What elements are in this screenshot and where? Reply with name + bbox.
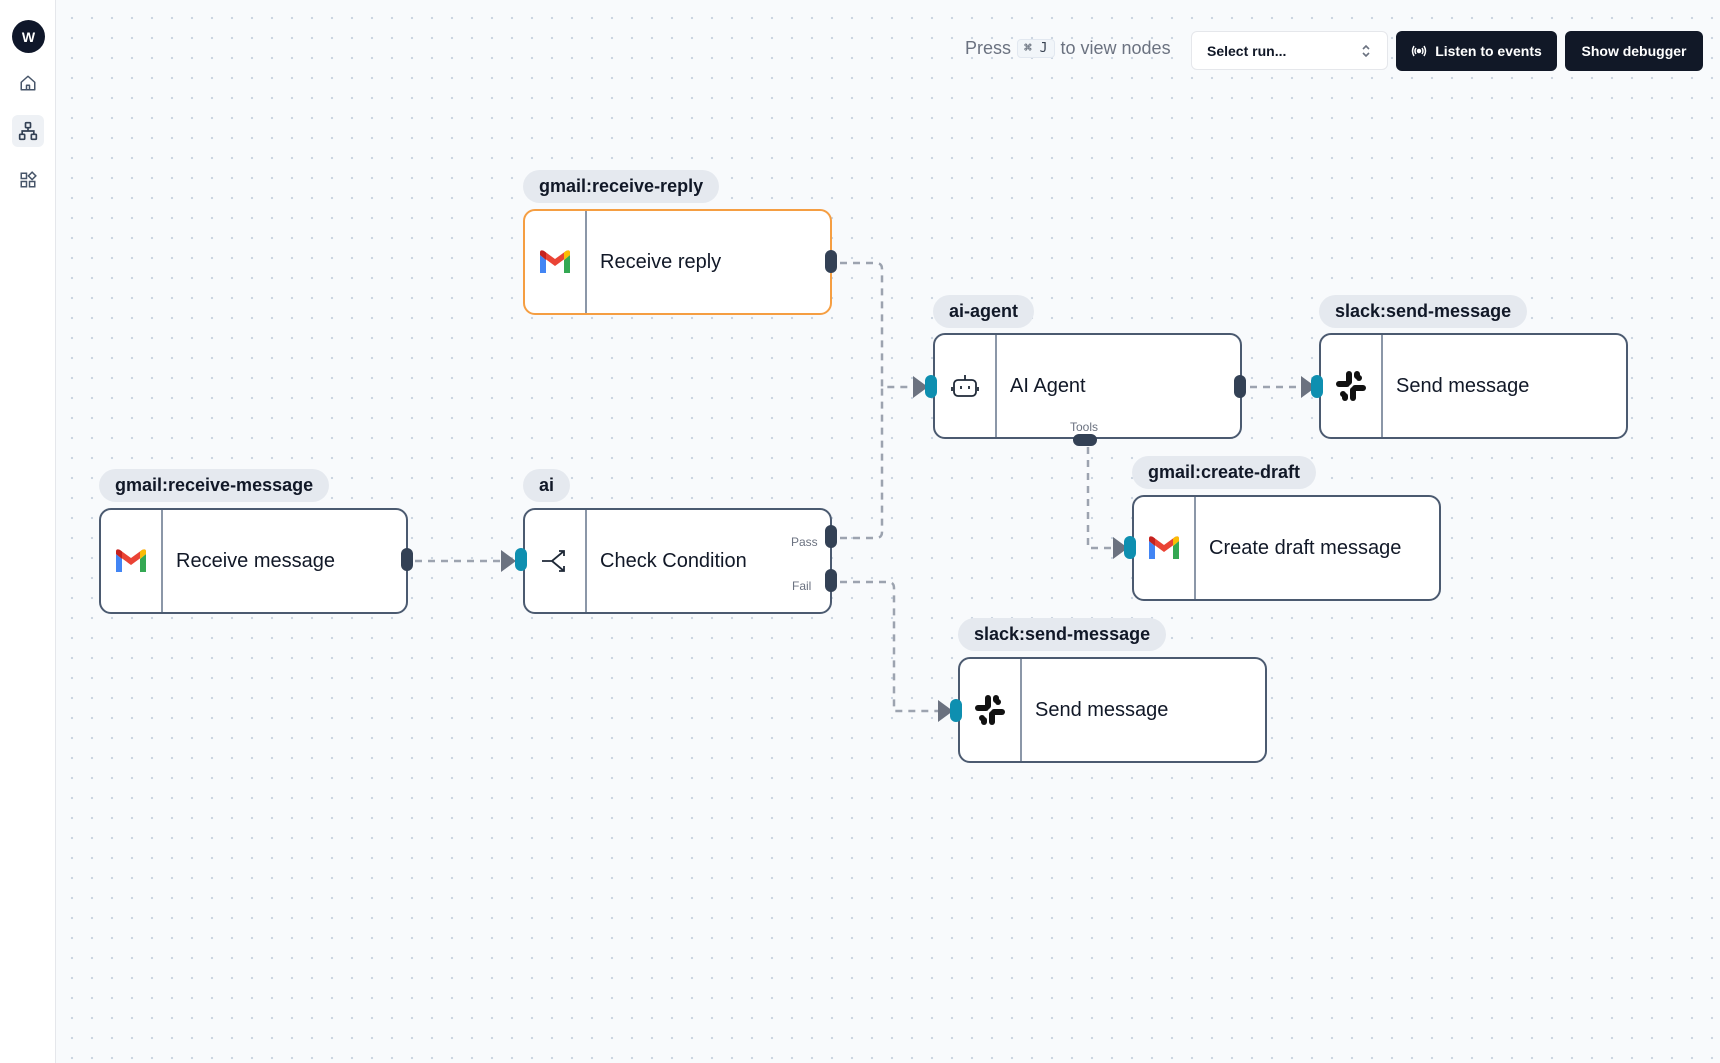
pass-output-handle[interactable] [825,525,837,548]
hint-prefix: Press [965,38,1012,58]
node-slack-send-message[interactable]: Send message [1319,333,1628,439]
input-handle[interactable] [925,375,937,398]
workflow-icon [18,121,38,141]
pass-label: Pass [791,535,818,549]
sidebar-item-home[interactable] [12,67,44,99]
node-create-draft[interactable]: Create draft message [1132,495,1441,601]
app-logo[interactable]: W [12,20,45,53]
node-check-condition[interactable]: Check Condition [523,508,832,614]
condition-icon [542,550,565,572]
input-handle[interactable] [515,548,527,571]
node-title: Receive message [176,549,335,572]
sidebar-item-workflows[interactable] [12,115,44,147]
input-handle[interactable] [1124,536,1136,559]
node-ai-agent[interactable]: AI Agent [933,333,1242,439]
node-title: Check Condition [600,549,747,572]
gmail-icon [540,250,570,273]
slack-icon [975,695,1005,725]
show-debugger-button[interactable]: Show debugger [1565,31,1703,71]
home-icon [20,75,36,91]
chevron-updown-icon [1362,44,1370,57]
workflow-canvas[interactable] [56,0,1720,1063]
apps-icon [20,171,37,188]
node-type-label: gmail:receive-message [99,469,330,502]
fail-output-handle[interactable] [825,569,837,592]
gmail-icon [1149,536,1179,559]
view-nodes-hint: Press ⌘ J to view nodes [965,38,1171,59]
node-title: Create draft message [1209,536,1402,559]
node-title: Receive reply [600,250,722,273]
select-run-value: Select run... [1207,42,1287,59]
slack-icon [1336,371,1366,401]
node-title: AI Agent [1010,374,1086,397]
output-handle[interactable] [1234,375,1246,398]
broadcast-icon [1411,45,1427,57]
listen-to-events-button[interactable]: Listen to events [1396,31,1557,71]
node-title: Send message [1035,698,1169,721]
gmail-icon [116,549,146,572]
node-type-label: ai [523,469,571,502]
robot-icon [951,375,979,397]
output-handle[interactable] [825,250,837,273]
output-handle[interactable] [401,548,413,571]
input-handle[interactable] [1311,375,1323,398]
hint-suffix: to view nodes [1060,38,1171,58]
node-slack-send-message[interactable]: Send message [958,657,1267,763]
debugger-label: Show debugger [1581,43,1687,59]
sidebar-item-apps[interactable] [12,164,44,196]
node-type-label: slack:send-message [1319,295,1528,328]
tools-label: Tools [1070,420,1099,434]
listen-label: Listen to events [1435,43,1542,59]
fail-label: Fail [792,579,812,593]
tools-handle[interactable] [1073,434,1097,446]
node-receive-message[interactable]: Receive message [99,508,408,614]
select-run-dropdown[interactable]: Select run... [1191,31,1388,70]
node-receive-reply[interactable]: Receive reply [523,209,832,315]
keyboard-shortcut: ⌘ J [1017,39,1055,58]
node-type-label: slack:send-message [958,618,1167,651]
sidebar: W [0,0,56,1063]
input-handle[interactable] [950,699,962,722]
node-title: Send message [1396,374,1530,397]
node-type-label: ai-agent [933,295,1035,328]
node-type-label: gmail:receive-reply [523,170,720,203]
node-type-label: gmail:create-draft [1132,456,1317,489]
